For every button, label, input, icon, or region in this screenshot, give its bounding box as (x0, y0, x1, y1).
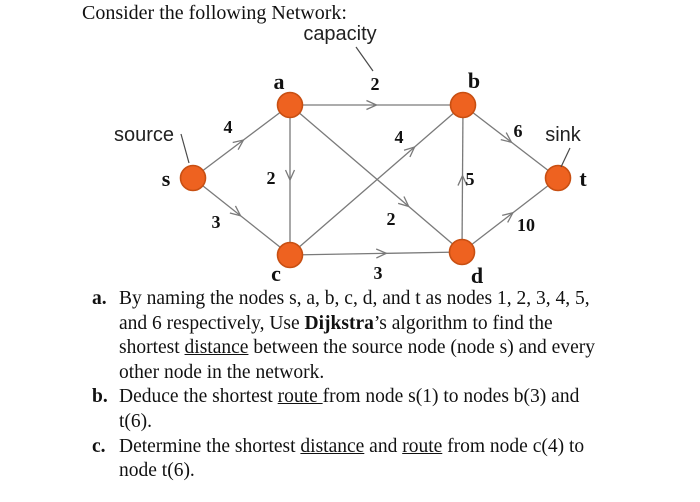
node-s-label: s (162, 166, 171, 191)
question-text-segment: t(6). (119, 410, 153, 432)
question-marker: a. (92, 288, 107, 309)
edge-b-t-arrowhead-icon (500, 132, 513, 144)
question-text-segment: node t(6). (119, 460, 195, 482)
node-a (276, 91, 304, 119)
question-marker: c. (92, 435, 106, 457)
question-item-b: b. Deduce the shortest route from node s(… (92, 385, 595, 434)
question-marker: b. (92, 386, 108, 408)
edge-d-t (461, 177, 559, 253)
question-text-segment: Dijkstra (304, 312, 374, 334)
question-text-segment: distance (300, 435, 365, 457)
question-text-segment: By naming the nodes s, a, b, c, d, and t… (119, 288, 590, 309)
node-a-label: a (274, 69, 285, 94)
question-line: By naming the nodes s, a, b, c, d, and t… (119, 287, 595, 312)
edge-a-d (289, 104, 463, 253)
edge-s-c-arrowhead-icon (229, 205, 242, 217)
edge-a-b-arrowhead-icon (366, 99, 379, 111)
edge-c-d-weight: 3 (374, 263, 383, 283)
question-text-segment: distance (184, 337, 249, 359)
edge-d-t-arrowhead-icon (502, 211, 515, 223)
edge-c-d (289, 251, 463, 256)
question-line: and 6 respectively, Use Dijkstra’s algor… (119, 312, 595, 337)
question-line: shortest distance between the source nod… (119, 336, 595, 361)
question-text-segment: between the source node (node s) and eve… (248, 337, 595, 359)
edge-a-d-arrowhead-icon (397, 196, 410, 208)
node-b-label: b (468, 68, 480, 93)
edge-a-c-weight: 2 (267, 168, 276, 188)
question-text-segment: other node in the network. (119, 361, 325, 383)
edge-s-c-weight: 3 (212, 212, 221, 232)
question-text-segment: from node c(4) to (442, 435, 585, 457)
edge-s-a-weight: 4 (224, 117, 233, 137)
node-s (179, 164, 207, 192)
node-t-label: t (579, 166, 587, 191)
question-line: t(6). (119, 410, 595, 435)
network-diagram: 4 3 2 2 4 2 5 6 3 10 s a b c d t capacity source sink (114, 23, 587, 285)
edge-d-b (461, 104, 464, 253)
node-c-label: c (271, 261, 281, 285)
question-text-segment: Deduce the shortest (119, 386, 278, 408)
questions-list: a. By naming the nodes s, a, b, c, d, and… (92, 287, 595, 484)
question-text-segment: route (402, 435, 443, 457)
question-text-segment: and 6 respectively, Use (119, 312, 305, 334)
node-t (544, 164, 572, 192)
source-pointer-line (180, 133, 190, 164)
edge-c-b (289, 104, 464, 256)
node-c (276, 241, 304, 269)
question-text-segment: ’s algorithm to find the (373, 312, 553, 334)
edge-a-d-weight: 2 (387, 209, 396, 229)
sink-label: sink (545, 124, 582, 146)
edge-c-b-weight: 4 (395, 127, 404, 147)
capacity-label: capacity (303, 23, 376, 45)
question-text-segment: Determine the shortest (119, 435, 301, 457)
question-line: node t(6). (119, 459, 595, 484)
edge-b-t-weight: 6 (514, 121, 523, 141)
node-d (448, 238, 476, 266)
edge-d-b-weight: 5 (466, 169, 475, 189)
edge-c-b-arrowhead-icon (403, 145, 416, 158)
edge-d-t-weight: 10 (517, 215, 535, 235)
capacity-pointer-line (355, 46, 374, 72)
node-d-label: d (471, 263, 483, 285)
edge-c-d-arrowhead-icon (375, 248, 388, 259)
node-b (449, 91, 477, 119)
question-text-segment: shortest (119, 337, 185, 359)
edge-s-a (192, 104, 291, 179)
edge-a-b-weight: 2 (371, 74, 380, 94)
question-text-segment: route (277, 386, 323, 408)
question-text-segment: and (364, 435, 403, 457)
page-title: Consider the following Network: (82, 2, 347, 24)
question-line: other node in the network. (119, 361, 595, 386)
source-label: source (114, 124, 174, 146)
sink-pointer-line (560, 147, 571, 168)
edge-s-a-arrowhead-icon (232, 139, 245, 150)
question-line: Deduce the shortest route from node s(1)… (119, 385, 595, 410)
edge-d-b-arrowhead-icon (457, 173, 468, 186)
question-text-segment: from node s(1) to nodes b(3) and (322, 386, 580, 408)
edge-a-c-arrowhead-icon (284, 169, 296, 182)
question-item-a: a. By naming the nodes s, a, b, c, d, and… (92, 287, 595, 385)
question-item-c: c. Determine the shortest distance and ro… (92, 435, 595, 484)
question-line: Determine the shortest distance and rout… (119, 435, 595, 460)
